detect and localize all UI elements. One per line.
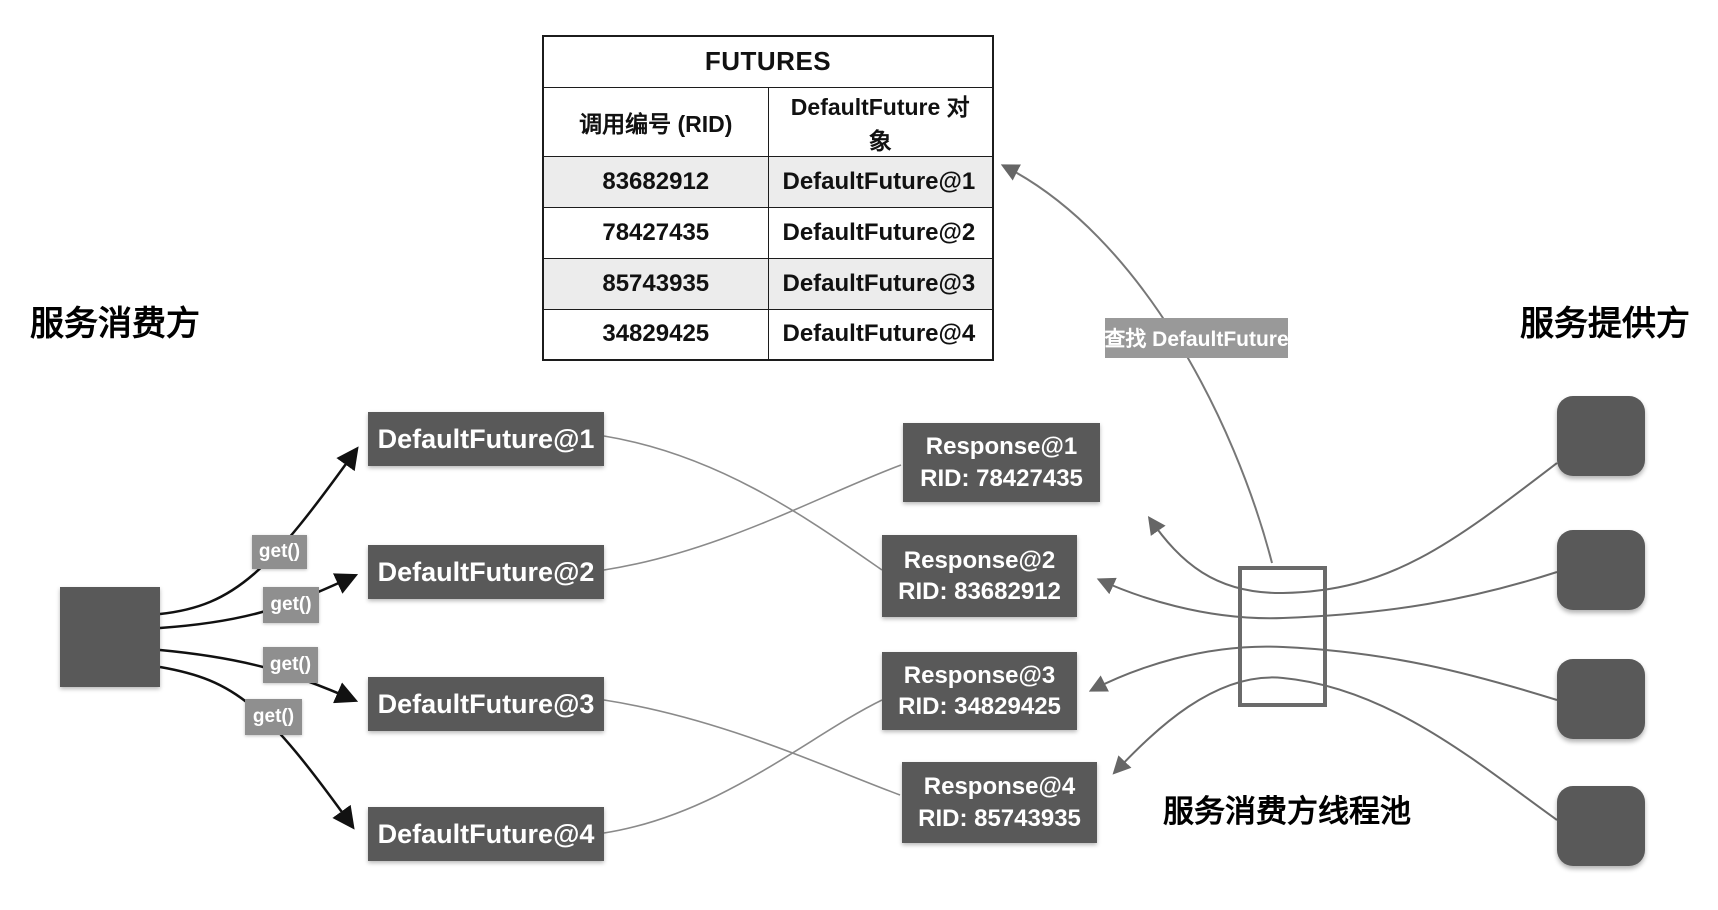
arrow-provider3-to-response3 bbox=[1088, 645, 1558, 701]
provider-node-2 bbox=[1557, 530, 1645, 610]
future-cell: DefaultFuture@4 bbox=[767, 308, 994, 361]
provider-node-4 bbox=[1557, 786, 1645, 866]
provider-node-3 bbox=[1557, 659, 1645, 739]
response-rid: RID: 78427435 bbox=[920, 464, 1083, 492]
table-row: 85743935 DefaultFuture@3 bbox=[542, 257, 994, 310]
arrow-consumer-to-future-2 bbox=[159, 573, 359, 630]
futures-table-header-row: 调用编号 (RID) DefaultFuture 对象 bbox=[542, 86, 994, 157]
table-row: 78427435 DefaultFuture@2 bbox=[542, 206, 994, 259]
column-header-rid: 调用编号 (RID) bbox=[542, 86, 769, 157]
futures-table-title: FUTURES bbox=[542, 35, 994, 88]
arrow-consumer-to-future-1 bbox=[159, 446, 359, 616]
table-row: 34829425 DefaultFuture@4 bbox=[542, 308, 994, 361]
default-future-box-3: DefaultFuture@3 bbox=[368, 677, 604, 731]
response-box-1: Response@1 RID: 78427435 bbox=[903, 423, 1100, 502]
future-cell: DefaultFuture@3 bbox=[767, 257, 994, 310]
provider-side-label: 服务提供方 bbox=[1520, 305, 1690, 343]
arrow-provider1-to-response1 bbox=[1147, 462, 1558, 595]
line-future1-to-response2 bbox=[603, 435, 883, 571]
response-rid: RID: 34829425 bbox=[898, 693, 1061, 720]
response-title: Response@4 bbox=[923, 773, 1076, 801]
get-call-label: get() bbox=[245, 699, 302, 735]
consumer-side-label: 服务消费方 bbox=[30, 305, 200, 343]
response-title: Response@3 bbox=[903, 661, 1056, 689]
get-call-label: get() bbox=[252, 535, 307, 569]
default-future-box-1: DefaultFuture@1 bbox=[368, 412, 604, 466]
table-row: 83682912 DefaultFuture@1 bbox=[542, 155, 994, 208]
arrow-provider4-to-response4 bbox=[1112, 676, 1558, 821]
response-box-3: Response@3 RID: 34829425 bbox=[882, 652, 1077, 730]
thread-pool-rect bbox=[1238, 566, 1327, 707]
lookup-future-label: 查找 DefaultFuture bbox=[1104, 318, 1289, 358]
rid-cell: 78427435 bbox=[542, 206, 769, 259]
futures-table: FUTURES 调用编号 (RID) DefaultFuture 对象 8368… bbox=[542, 35, 994, 361]
response-rid: RID: 83682912 bbox=[898, 578, 1061, 605]
line-future4-to-response3 bbox=[603, 699, 883, 834]
provider-node-1 bbox=[1557, 396, 1645, 476]
future-cell: DefaultFuture@2 bbox=[767, 206, 994, 259]
default-future-box-4: DefaultFuture@4 bbox=[368, 807, 604, 861]
default-future-box-2: DefaultFuture@2 bbox=[368, 545, 604, 599]
get-call-label: get() bbox=[263, 647, 318, 683]
response-box-4: Response@4 RID: 85743935 bbox=[902, 762, 1097, 843]
response-box-2: Response@2 RID: 83682912 bbox=[882, 535, 1077, 617]
response-rid: RID: 85743935 bbox=[918, 804, 1081, 832]
line-future2-to-response1 bbox=[603, 464, 902, 571]
futures-table-title-row: FUTURES bbox=[542, 35, 994, 88]
line-future3-to-response4 bbox=[603, 699, 901, 796]
consumer-node bbox=[60, 587, 160, 687]
response-title: Response@1 bbox=[925, 433, 1078, 461]
future-cell: DefaultFuture@1 bbox=[767, 155, 994, 208]
rid-cell: 85743935 bbox=[542, 257, 769, 310]
rid-cell: 34829425 bbox=[542, 308, 769, 361]
arrow-consumer-to-future-3 bbox=[159, 648, 359, 704]
thread-pool-label: 服务消费方线程池 bbox=[1163, 794, 1411, 829]
arrow-provider2-to-response2 bbox=[1096, 571, 1558, 620]
arrow-lookup-to-table bbox=[1000, 164, 1273, 564]
response-title: Response@2 bbox=[903, 546, 1056, 574]
rid-cell: 83682912 bbox=[542, 155, 769, 208]
get-call-label: get() bbox=[263, 587, 319, 623]
column-header-future: DefaultFuture 对象 bbox=[767, 86, 994, 157]
arrow-consumer-to-future-4 bbox=[159, 665, 355, 830]
